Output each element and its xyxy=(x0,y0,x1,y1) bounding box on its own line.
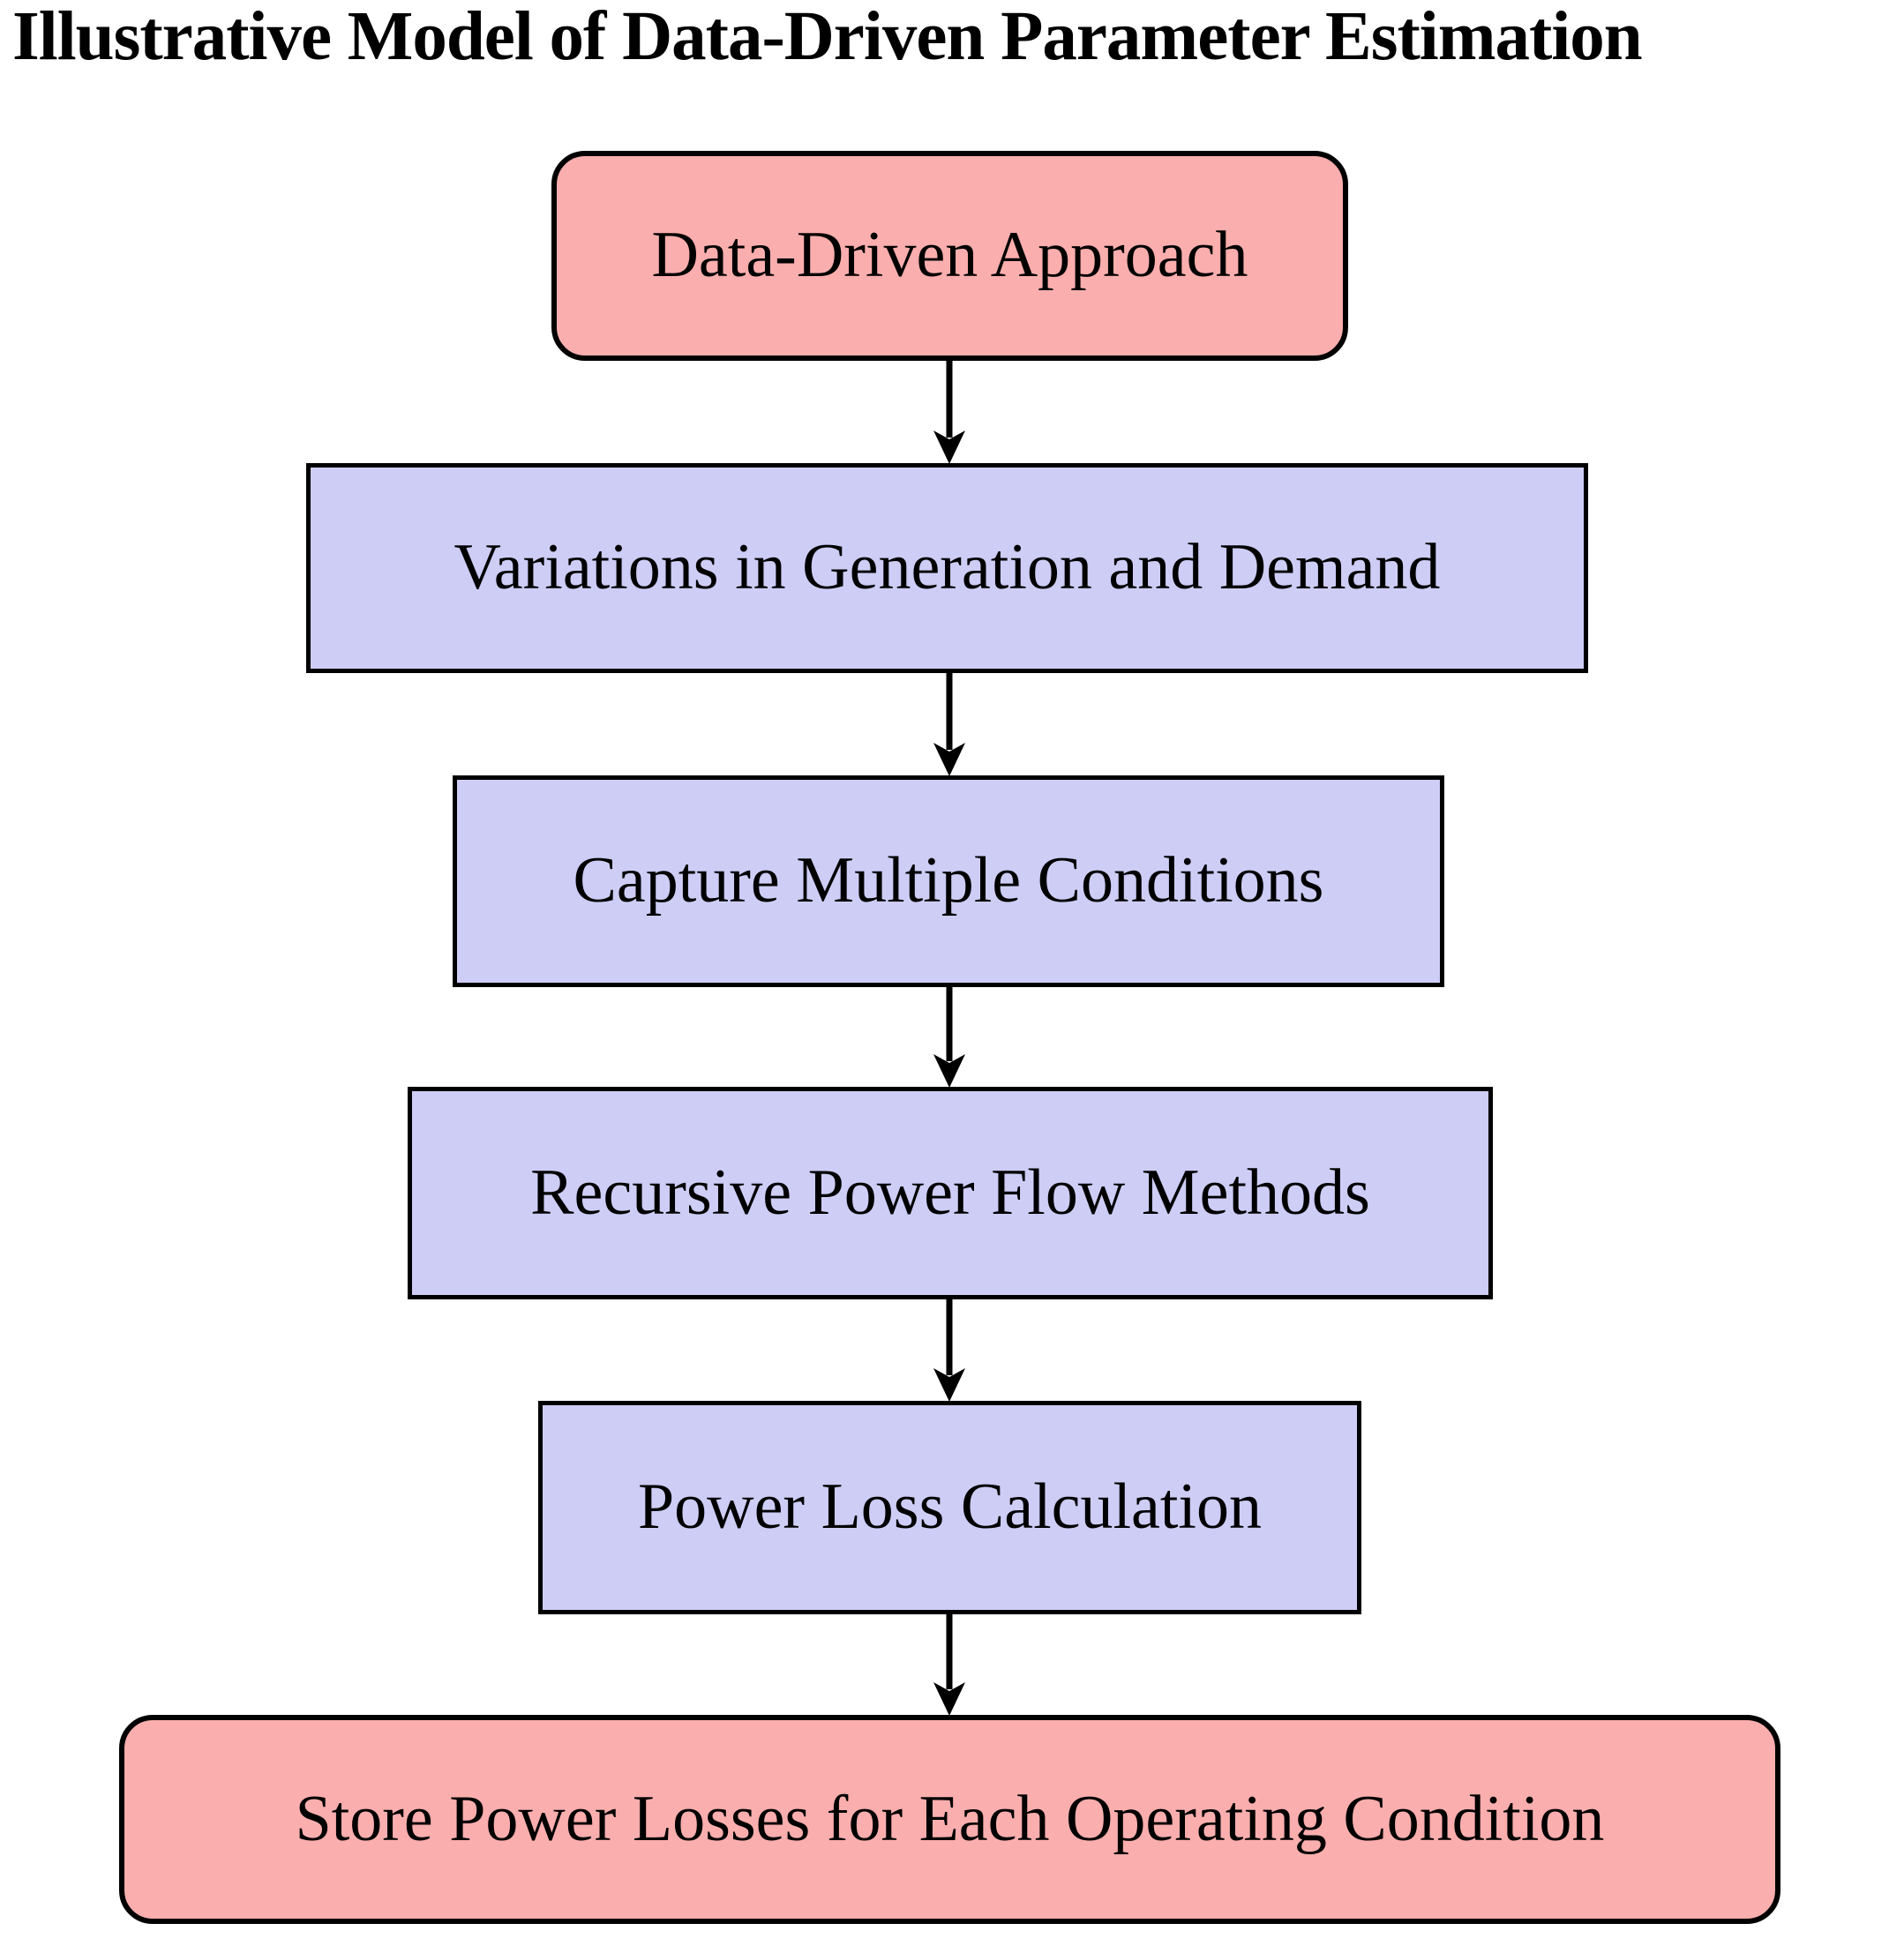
flow-node-recursive-power-flow-methods: Recursive Power Flow Methods xyxy=(408,1087,1493,1299)
flow-node-data-driven-approach: Data-Driven Approach xyxy=(551,151,1348,361)
flow-node-label: Store Power Losses for Each Operating Co… xyxy=(295,1782,1605,1855)
down-arrow xyxy=(933,672,965,776)
flow-node-label: Recursive Power Flow Methods xyxy=(530,1156,1370,1229)
flow-node-capture-multiple-conditions: Capture Multiple Conditions xyxy=(453,775,1444,987)
flow-node-power-loss-calculation: Power Loss Calculation xyxy=(538,1401,1361,1614)
down-arrow xyxy=(933,1614,965,1716)
flow-node-label: Variations in Generation and Demand xyxy=(454,531,1441,604)
down-arrow xyxy=(933,1299,965,1402)
flow-node-label: Data-Driven Approach xyxy=(651,219,1248,292)
flow-node-label: Capture Multiple Conditions xyxy=(573,844,1324,917)
down-arrow xyxy=(933,987,965,1088)
diagram-title: Illustrative Model of Data-Driven Parame… xyxy=(12,0,1643,75)
down-arrow xyxy=(933,360,965,464)
flow-node-store-power-losses: Store Power Losses for Each Operating Co… xyxy=(119,1715,1780,1924)
flow-node-label: Power Loss Calculation xyxy=(637,1471,1262,1544)
flow-node-variations-in-generation-and-demand: Variations in Generation and Demand xyxy=(306,463,1588,673)
